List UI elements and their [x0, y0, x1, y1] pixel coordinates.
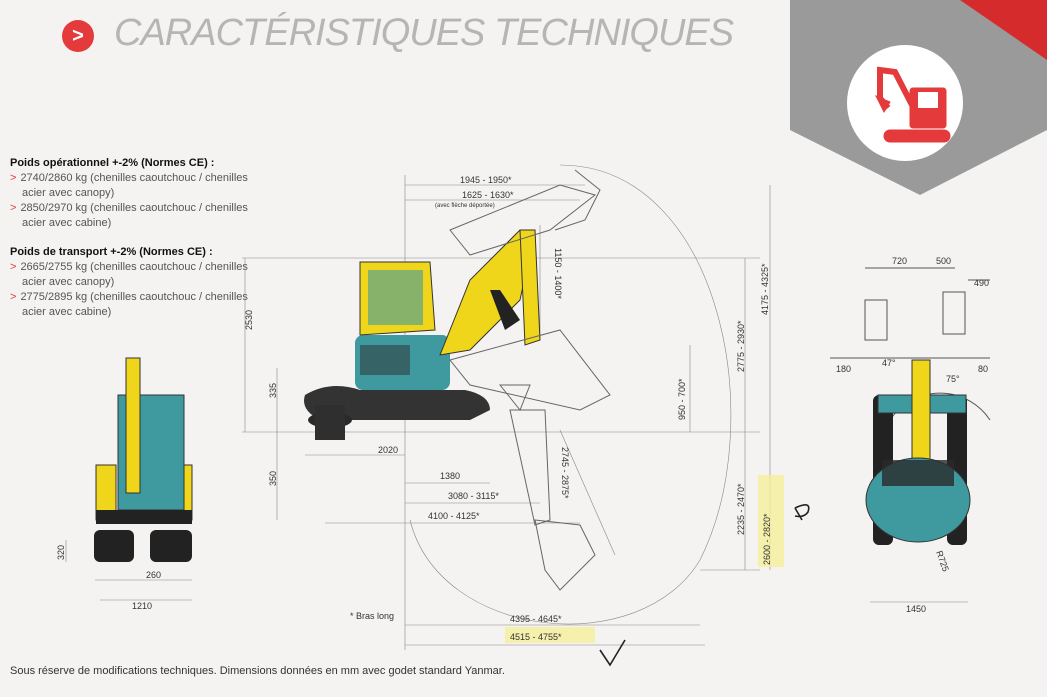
svg-text:350: 350: [268, 471, 278, 486]
transport-weight-item: >2665/2755 kg (chenilles caoutchouc / ch…: [10, 261, 248, 288]
svg-text:490: 490: [974, 278, 989, 288]
highlight-mark: [505, 627, 595, 643]
svg-text:4175 - 4325*: 4175 - 4325*: [760, 263, 770, 315]
svg-text:3080 - 3115*: 3080 - 3115*: [448, 491, 499, 501]
handwritten-p-mark: [794, 504, 810, 521]
transport-weight-item: >2775/2895 kg (chenilles caoutchouc / ch…: [10, 291, 248, 318]
svg-text:260: 260: [146, 570, 161, 580]
operational-weight-heading: Poids opérationnel +-2% (Normes CE) :: [10, 157, 215, 169]
svg-text:320: 320: [56, 545, 66, 560]
footer-disclaimer: Sous réserve de modifications techniques…: [10, 665, 505, 677]
svg-text:4100 - 4125*: 4100 - 4125*: [428, 511, 480, 521]
excavator-side-view: [304, 169, 611, 591]
svg-text:1380: 1380: [440, 471, 460, 481]
long-arm-note: * Bras long: [350, 611, 395, 621]
svg-text:1625 - 1630*: 1625 - 1630*: [462, 190, 514, 200]
operational-weight-item: >2740/2860 kg (chenilles caoutchouc / ch…: [10, 172, 248, 199]
svg-text:2530: 2530: [244, 310, 254, 330]
svg-text:180: 180: [836, 364, 851, 374]
svg-text:950 - 700*: 950 - 700*: [677, 378, 687, 420]
svg-text:335: 335: [268, 383, 278, 398]
svg-text:80: 80: [978, 364, 988, 374]
page-title: CARACTÉRISTIQUES TECHNIQUES: [114, 12, 734, 54]
svg-text:(avec flèche déportée): (avec flèche déportée): [435, 203, 495, 209]
handwritten-check-mark: [599, 639, 626, 667]
svg-text:75°: 75°: [946, 374, 960, 384]
svg-text:2600 - 2820*: 2600 - 2820*: [762, 513, 772, 565]
svg-text:720: 720: [892, 256, 907, 266]
excavator-icon: [874, 66, 951, 143]
excavator-front-view: [65, 357, 193, 601]
excavator-rear-view: [830, 267, 991, 603]
transport-weight-heading: Poids de transport +-2% (Normes CE) :: [10, 246, 213, 258]
svg-text:1945 - 1950*: 1945 - 1950*: [460, 175, 512, 185]
svg-text:1450: 1450: [906, 604, 926, 614]
operational-weight-item: >2850/2970 kg (chenilles caoutchouc / ch…: [10, 202, 248, 229]
svg-text:1210: 1210: [132, 601, 152, 611]
svg-text:2235 - 2470*: 2235 - 2470*: [736, 483, 746, 535]
weight-specs: Poids opérationnel +-2% (Normes CE) : >2…: [10, 156, 250, 320]
svg-text:2775 - 2930*: 2775 - 2930*: [736, 320, 746, 372]
svg-text:4395 - 4645*: 4395 - 4645*: [510, 614, 562, 624]
svg-text:1150 - 1400*: 1150 - 1400*: [553, 248, 563, 299]
svg-text:47°: 47°: [882, 358, 896, 368]
arrow-icon: >: [62, 20, 94, 52]
excavator-badge: [790, 0, 1047, 195]
svg-text:2020: 2020: [378, 445, 398, 455]
svg-text:500: 500: [936, 256, 951, 266]
highlight-mark: [758, 475, 784, 567]
svg-text:R725: R725: [934, 549, 951, 573]
svg-text:2745 - 2875*: 2745 - 2875*: [560, 447, 570, 499]
svg-text:4515 - 4755*: 4515 - 4755*: [510, 632, 562, 642]
